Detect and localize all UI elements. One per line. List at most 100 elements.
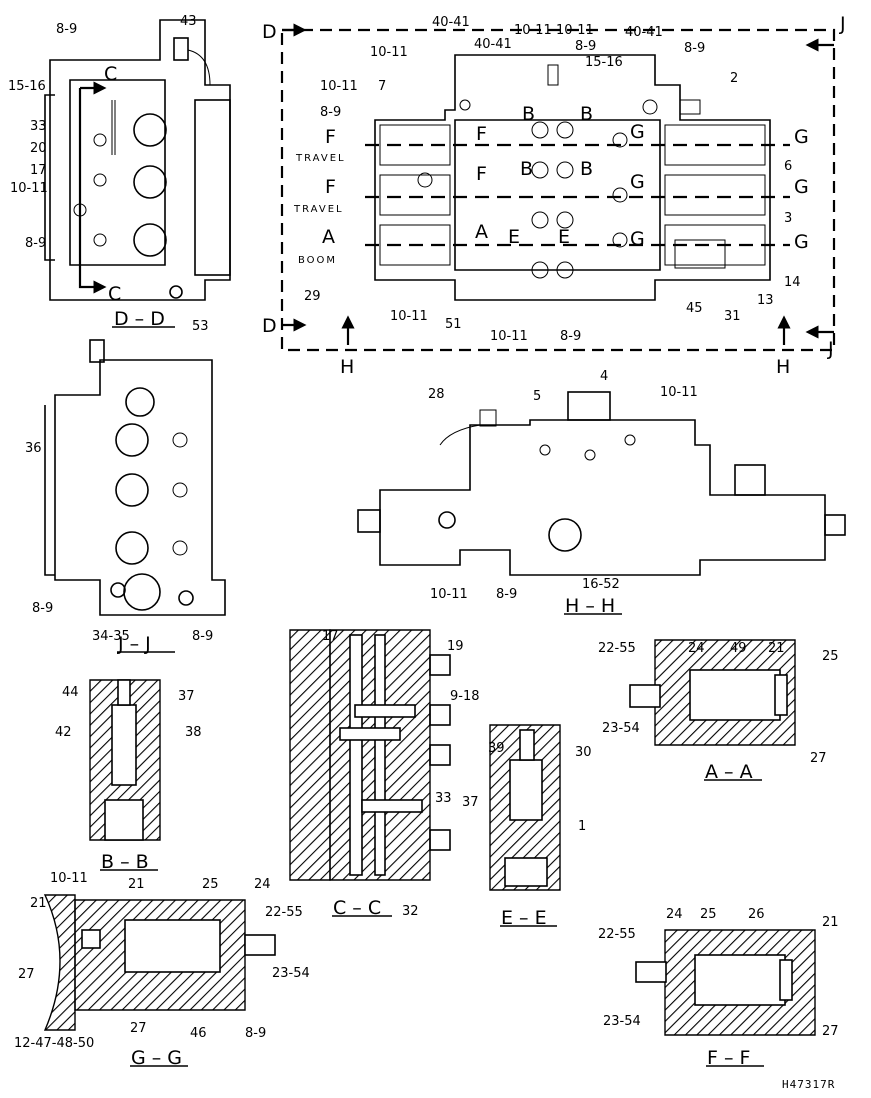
section-letter: B bbox=[580, 158, 593, 180]
section-letter: F bbox=[476, 163, 487, 185]
callout: 40-41 bbox=[474, 37, 512, 52]
callout: 8-9 bbox=[575, 39, 596, 54]
callout: 30 bbox=[575, 745, 592, 760]
callout: 53 bbox=[192, 319, 209, 334]
callout: 33 bbox=[435, 791, 452, 806]
callout: 14 bbox=[784, 275, 801, 290]
section-letter: F bbox=[325, 126, 336, 148]
callout: 25 bbox=[822, 649, 839, 664]
section-letter: D bbox=[262, 21, 277, 43]
callout: 19 bbox=[447, 639, 464, 654]
section-letter: F bbox=[476, 123, 487, 145]
view-g-g: 10-11 21 25 24 22-55 21 27 23-54 27 46 8… bbox=[14, 871, 310, 1069]
callout: 8-9 bbox=[320, 105, 341, 120]
callout: 13 bbox=[757, 293, 774, 308]
callout: 22-55 bbox=[598, 927, 636, 942]
view-title: G – G bbox=[131, 1047, 182, 1069]
view-h-h: 28 4 5 10-11 10-11 8-9 16-52 H – H bbox=[357, 369, 846, 617]
callout: 17 bbox=[30, 163, 47, 178]
section-letter: B bbox=[520, 158, 533, 180]
callout: 8-9 bbox=[245, 1026, 266, 1041]
section-letter: F bbox=[325, 176, 336, 198]
callout: 4 bbox=[600, 369, 608, 384]
section-letter: E bbox=[508, 226, 520, 248]
callout: 34-35 bbox=[92, 629, 130, 644]
callout: 10-11 bbox=[514, 23, 552, 38]
callout: 23-54 bbox=[602, 721, 640, 736]
section-letter: J bbox=[827, 338, 834, 360]
view-e-e: 39 30 37 1 E – E bbox=[462, 724, 592, 929]
view-title: J – J bbox=[117, 633, 151, 655]
callout: 8-9 bbox=[56, 22, 77, 37]
callout: 1 bbox=[578, 819, 586, 834]
callout: 2 bbox=[730, 71, 738, 86]
callout: 9-18 bbox=[450, 689, 480, 704]
callout: 3 bbox=[784, 211, 792, 226]
callout: 16-52 bbox=[582, 577, 620, 592]
callout: 8-9 bbox=[32, 601, 53, 616]
callout: 15-16 bbox=[8, 79, 46, 94]
section-letter: G bbox=[794, 231, 809, 253]
callout: 27 bbox=[130, 1021, 147, 1036]
callout: 42 bbox=[55, 725, 72, 740]
callout: 5 bbox=[533, 389, 541, 404]
section-letter: H bbox=[776, 356, 790, 378]
callout: 26 bbox=[748, 907, 765, 922]
callout: 21 bbox=[822, 915, 839, 930]
word-label: BOOM bbox=[298, 255, 337, 266]
callout: 27 bbox=[18, 967, 35, 982]
section-letter: G bbox=[630, 121, 645, 143]
callout: 10-11 bbox=[10, 181, 48, 196]
callout: 24 bbox=[254, 877, 271, 892]
view-title: F – F bbox=[707, 1047, 750, 1069]
callout: 43 bbox=[180, 14, 197, 29]
callout: 24 bbox=[666, 907, 683, 922]
callout: 20 bbox=[30, 141, 47, 156]
callout: 8-9 bbox=[25, 236, 46, 251]
callout: 10-11 bbox=[370, 45, 408, 60]
word-label: TRAVEL bbox=[295, 153, 346, 164]
view-title: D – D bbox=[114, 308, 165, 330]
callout: 6 bbox=[784, 159, 792, 174]
callout: 17 bbox=[322, 629, 339, 644]
callout: 23-54 bbox=[603, 1014, 641, 1029]
callout: 27 bbox=[810, 751, 827, 766]
section-letter: J bbox=[839, 13, 846, 35]
callout: 29 bbox=[304, 289, 321, 304]
callout: 44 bbox=[62, 685, 79, 700]
callout: 10-11 bbox=[490, 329, 528, 344]
callout: 23-54 bbox=[272, 966, 310, 981]
view-top-main: D D J J H H F F A G G G B B B B F F A E … bbox=[262, 13, 846, 378]
callout: 45 bbox=[686, 301, 703, 316]
callout: 8-9 bbox=[192, 629, 213, 644]
callout: 37 bbox=[462, 795, 479, 810]
callout: 15-16 bbox=[585, 55, 623, 70]
callout: 32 bbox=[402, 904, 419, 919]
section-letter: G bbox=[630, 171, 645, 193]
callout: 31 bbox=[724, 309, 741, 324]
callout: 8-9 bbox=[684, 41, 705, 56]
callout: 21 bbox=[128, 877, 145, 892]
callout: 39 bbox=[488, 741, 505, 756]
callout: 10-11 bbox=[320, 79, 358, 94]
section-letter: D bbox=[262, 315, 277, 337]
arrow-letter: C bbox=[104, 63, 117, 85]
callout: 40-41 bbox=[625, 25, 663, 40]
callout: 49 bbox=[730, 641, 747, 656]
callout: 22-55 bbox=[598, 641, 636, 656]
callout: 21 bbox=[768, 641, 785, 656]
callout: 12-47-48-50 bbox=[14, 1036, 94, 1051]
view-title: C – C bbox=[333, 897, 381, 919]
callout: 46 bbox=[190, 1026, 207, 1041]
callout: 8-9 bbox=[496, 587, 517, 602]
section-letter: G bbox=[630, 228, 645, 250]
callout: 37 bbox=[178, 689, 195, 704]
callout: 24 bbox=[688, 641, 705, 656]
callout: 10-11 bbox=[430, 587, 468, 602]
section-letter: G bbox=[794, 126, 809, 148]
section-letter: A bbox=[322, 226, 335, 248]
callout: 25 bbox=[700, 907, 717, 922]
word-label: TRAVEL bbox=[293, 204, 344, 215]
section-letter: G bbox=[794, 176, 809, 198]
callout: 25 bbox=[202, 877, 219, 892]
